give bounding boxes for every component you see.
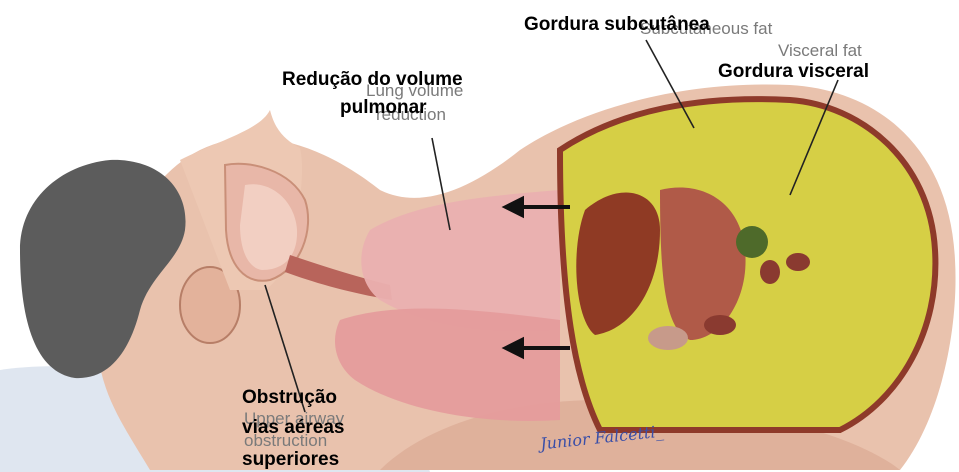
label-pt-lung-volume-line2: pulmonar (340, 98, 427, 117)
label-pt-subcutaneous-fat: Gordura subcutânea (524, 15, 710, 34)
vessel-1 (760, 260, 780, 284)
label-pt-upper-airway-line3: superiores (242, 450, 339, 469)
label-en-visceral-fat: Visceral fat (778, 42, 862, 59)
kidney (736, 226, 768, 258)
label-pt-lung-volume-line1: Redução do volume (282, 70, 463, 89)
label-pt-upper-airway-line1: Obstrução (242, 388, 337, 407)
vessel-2 (786, 253, 810, 271)
intestine-2 (648, 326, 688, 350)
label-pt-visceral-fat: Gordura visceral (718, 62, 869, 81)
label-pt-upper-airway-line2: vias aéreas (242, 418, 345, 437)
intestine-1 (704, 315, 736, 335)
